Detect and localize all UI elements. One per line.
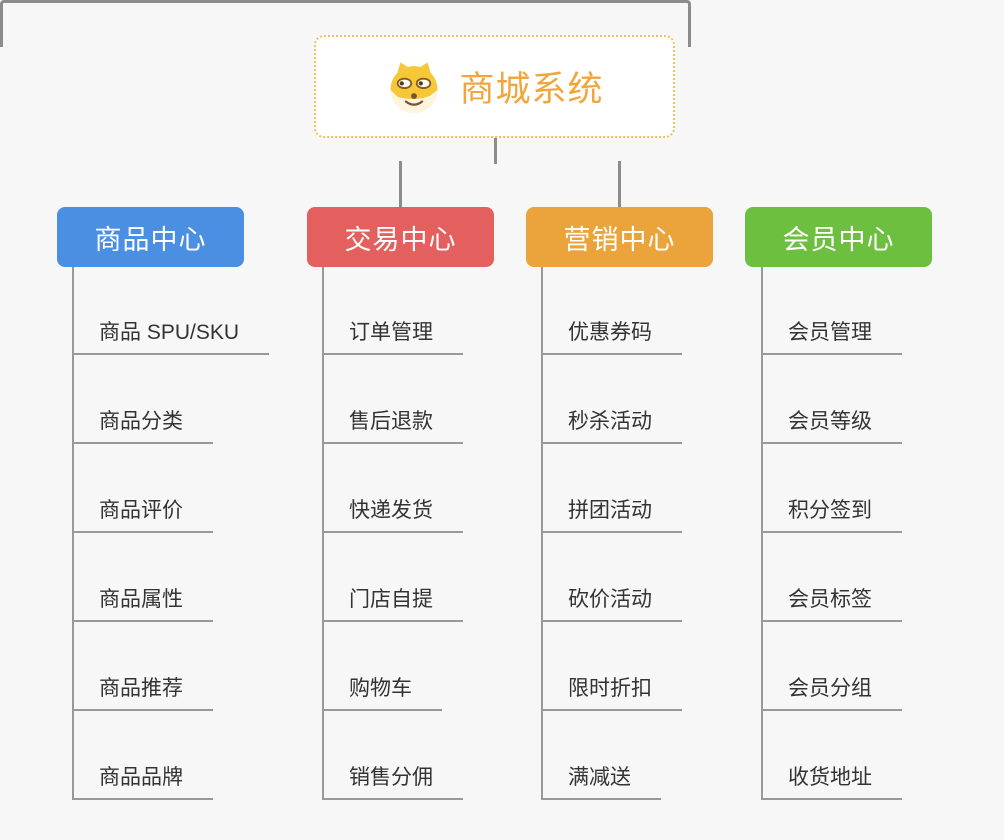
branch-spine-marketing [541, 267, 543, 800]
leaf-item[interactable]: 限时折扣 [541, 671, 682, 711]
connector-stub-trade [399, 161, 402, 208]
leaf-item[interactable]: 门店自提 [322, 582, 463, 622]
leaf-item[interactable]: 收货地址 [761, 760, 902, 800]
branch-trade-center[interactable]: 交易中心 [307, 207, 494, 267]
connector-branch-elbow [0, 0, 691, 47]
leaf-item[interactable]: 商品分类 [72, 404, 213, 444]
connector-stub-marketing [618, 161, 621, 208]
leaf-item[interactable]: 拼团活动 [541, 493, 682, 533]
leaf-item[interactable]: 商品评价 [72, 493, 213, 533]
leaf-item[interactable]: 会员分组 [761, 671, 902, 711]
leaf-item[interactable]: 商品 SPU/SKU [72, 315, 270, 355]
root-node[interactable]: 商城系统 [314, 35, 675, 138]
leaf-item[interactable]: 会员等级 [761, 404, 902, 444]
leaf-item[interactable]: 秒杀活动 [541, 404, 682, 444]
branch-member-center[interactable]: 会员中心 [745, 207, 932, 267]
leaf-item[interactable]: 积分签到 [761, 493, 902, 533]
branch-marketing-center[interactable]: 营销中心 [526, 207, 713, 267]
leaf-item[interactable]: 会员标签 [761, 582, 902, 622]
leaf-item[interactable]: 销售分佣 [322, 760, 463, 800]
shiba-dog-icon [390, 62, 439, 113]
branch-spine-trade [322, 267, 324, 800]
branch-spine-member [761, 267, 763, 800]
leaf-item[interactable]: 会员管理 [761, 315, 902, 355]
root-title: 商城系统 [459, 70, 604, 109]
leaf-item[interactable]: 砍价活动 [541, 582, 682, 622]
leaf-item[interactable]: 商品推荐 [72, 671, 213, 711]
leaf-item[interactable]: 购物车 [322, 671, 442, 711]
leaf-item[interactable]: 快递发货 [322, 493, 463, 533]
branch-product-center[interactable]: 商品中心 [57, 207, 244, 267]
branch-spine-product [72, 267, 74, 800]
leaf-item[interactable]: 满减送 [541, 760, 661, 800]
leaf-item[interactable]: 订单管理 [322, 315, 463, 355]
connector-root-vertical [494, 138, 497, 164]
leaf-item[interactable]: 优惠券码 [541, 315, 682, 355]
leaf-item[interactable]: 商品品牌 [72, 760, 213, 800]
leaf-item[interactable]: 商品属性 [72, 582, 213, 622]
leaf-item[interactable]: 售后退款 [322, 404, 463, 444]
